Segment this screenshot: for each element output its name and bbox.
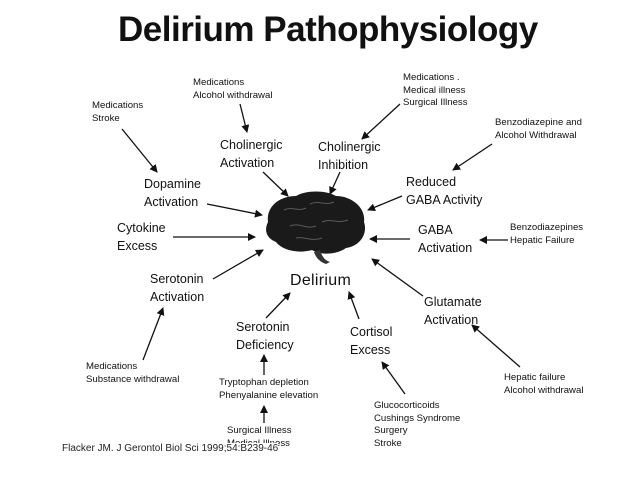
- arrow-hepatic-alcohol-to-glutamate: [471, 324, 521, 368]
- arrow-serotonin-activation-to-brain: [212, 249, 264, 280]
- arrow-meds-illness-to-cholinergic-inhibition: [361, 103, 401, 140]
- cause-benzo-hepatic: Benzodiazepines Hepatic Failure: [510, 222, 584, 246]
- arrow-gluco-to-cortisol: [381, 361, 406, 395]
- node-dopamine-activation: Dopamine Activation: [144, 177, 201, 209]
- arrow-glutamate-to-brain: [371, 258, 424, 297]
- citation: Flacker JM. J Gerontol Biol Sci 1999;54:…: [62, 443, 279, 454]
- arrow-serotonin-deficiency-to-brain: [265, 292, 291, 319]
- node-glutamate-activation: Glutamate Activation: [424, 295, 482, 327]
- arrow-reduced-gaba-to-brain: [367, 195, 403, 212]
- arrow-meds-substance-to-serotonin-activation: [142, 307, 165, 361]
- brain-icon: [266, 191, 366, 264]
- node-reduced-gaba: Reduced GABA Activity: [406, 175, 483, 207]
- cause-tryptophan-phenylalanine: Tryptophan depletion Phenyalanine elevat…: [219, 377, 319, 401]
- cause-hepatic-alcohol: Hepatic failure Alcohol withdrawal: [504, 372, 584, 396]
- cause-benzo-alcohol: Benzodiazepine and Alcohol Withdrawal: [495, 117, 582, 141]
- node-cytokine-excess: Cytokine Excess: [117, 221, 166, 253]
- node-cholinergic-inhibition: Cholinergic Inhibition: [318, 140, 381, 172]
- cause-medications-illness: Medications . Medical illness Surgical I…: [403, 72, 468, 108]
- node-serotonin-activation: Serotonin Activation: [150, 272, 205, 304]
- page-title: Delirium Pathophysiology: [118, 10, 538, 49]
- arrow-cholinergic-activation-to-brain: [262, 171, 289, 197]
- node-gaba-activation: GABA Activation: [418, 223, 473, 255]
- arrow-cortisol-to-brain: [347, 291, 360, 320]
- node-cortisol-excess: Cortisol Excess: [350, 325, 393, 357]
- cause-medications-stroke: Medications Stroke: [92, 100, 144, 124]
- arrow-dopamine-to-brain: [206, 203, 263, 218]
- cause-medications-substance: Medications Substance withdrawal: [86, 361, 180, 385]
- arrow-meds-stroke-to-dopamine: [121, 128, 158, 173]
- node-cholinergic-activation: Cholinergic Activation: [220, 138, 283, 170]
- center-label-delirium: Delirium: [290, 272, 352, 289]
- node-serotonin-deficiency: Serotonin Deficiency: [236, 320, 294, 352]
- cause-medications-alcohol: Medications Alcohol withdrawal: [193, 77, 273, 101]
- cause-glucocorticoids: Glucocorticoids Cushings Syndrome Surger…: [374, 400, 461, 449]
- arrow-cholinergic-inhibition-to-brain: [329, 171, 341, 195]
- arrow-benzo-to-reduced-gaba: [452, 143, 493, 171]
- arrow-meds-alcohol-to-cholinergic-activation: [239, 103, 250, 133]
